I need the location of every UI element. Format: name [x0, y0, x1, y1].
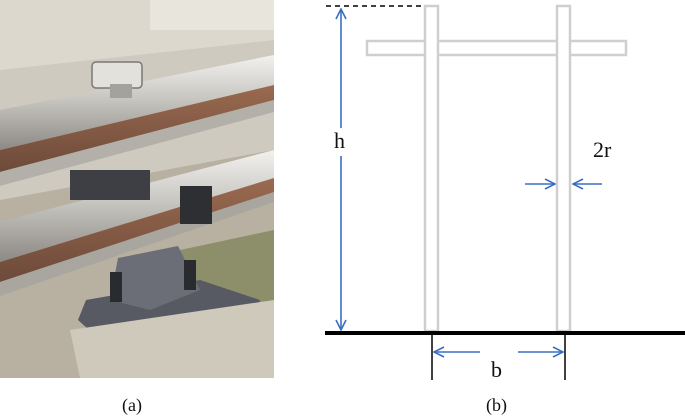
panel-a-label: (a): [122, 395, 142, 415]
upper-rail-foot: [0, 100, 274, 186]
middle-fastener: [70, 170, 150, 200]
height-symbol: h: [334, 128, 345, 153]
middle-fastener-bolt: [180, 186, 212, 224]
concrete-sleeper: [70, 300, 274, 378]
rail-clip-bracket: [110, 84, 132, 98]
left-post: [423, 4, 440, 333]
upper-rail: [0, 55, 274, 150]
upper-rail-web: [0, 85, 274, 172]
spacing-arrow-gap: [480, 341, 518, 363]
fastener-bolt-left: [110, 272, 122, 302]
rail-fastener-photo: [0, 0, 274, 378]
fastener-bolt-right: [184, 260, 196, 290]
height-label-mask: [328, 128, 354, 156]
right-post: [555, 4, 572, 333]
fastener-body: [110, 246, 200, 310]
concrete-block: [150, 0, 274, 30]
panel-b-label: (b): [486, 395, 507, 415]
crossbar: [365, 39, 628, 57]
lower-rail: [0, 150, 274, 262]
diameter-symbol: 2r: [593, 137, 612, 162]
spacing-symbol: b: [491, 357, 502, 382]
